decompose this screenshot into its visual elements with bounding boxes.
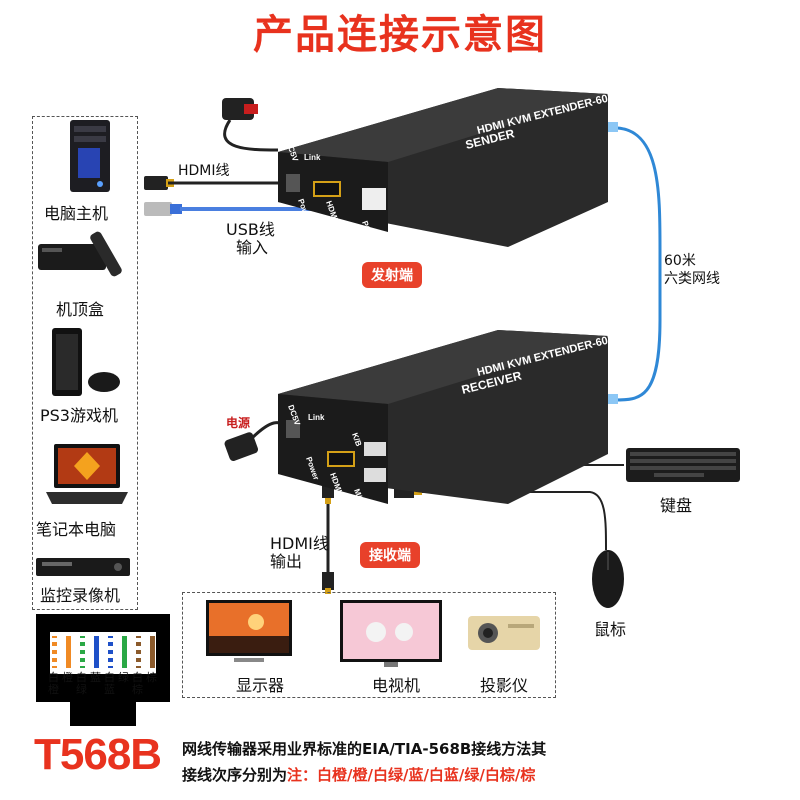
laptop-icon xyxy=(46,444,128,504)
mouse-label: 鼠标 xyxy=(594,620,627,639)
device-label-pc: 电脑主机 xyxy=(44,204,109,223)
pin-wire-4 xyxy=(94,636,99,668)
note-line2: 接线次序分别为注：白橙/橙/白绿/蓝/白蓝/绿/白棕/棕 xyxy=(182,764,535,785)
mouse-icon xyxy=(592,550,624,608)
pin-wire-2 xyxy=(66,636,71,668)
pin-label-6: 绿 xyxy=(118,671,129,684)
output-label-monitor: 显示器 xyxy=(236,676,285,695)
output-label-projector: 投影仪 xyxy=(480,676,529,695)
rj45-t568b-connector xyxy=(36,614,170,726)
pin-stripe xyxy=(136,662,141,666)
network-cable-label-line1: 60米 xyxy=(664,253,696,269)
network-cable-label-line2: 六类网线 xyxy=(664,271,720,287)
pin-stripe xyxy=(80,662,85,666)
device-label-ps3: PS3游戏机 xyxy=(40,406,118,425)
monitor-icon xyxy=(206,600,292,662)
game-console-icon xyxy=(52,328,120,396)
device-label-laptop: 笔记本电脑 xyxy=(36,520,117,539)
receiver-unit: HDMI KVM EXTENDER-60M RECEIVER DC5V Link… xyxy=(278,330,614,512)
pin-label-8: 棕 xyxy=(146,671,157,684)
sender-port-link: Link xyxy=(304,153,321,162)
pin-wire-7 xyxy=(136,636,141,668)
pin-stripe xyxy=(108,662,113,666)
hdmi-output-label-line1: HDMI线 xyxy=(270,534,329,553)
receiver-port-link: Link xyxy=(308,413,325,422)
receiver-port-kb: K/B xyxy=(350,432,363,448)
pin-stripe xyxy=(136,638,141,642)
hdmi-input-label: HDMI线 xyxy=(178,163,230,179)
output-devices-panel xyxy=(182,592,556,698)
dvr-icon xyxy=(36,558,130,576)
projector-icon xyxy=(468,616,540,650)
output-label-tv: 电视机 xyxy=(372,676,421,695)
note-line1: 网线传输器采用业界标准的EIA/TIA-568B接线方法其 xyxy=(182,740,547,758)
pin-stripe xyxy=(52,638,57,642)
pin-stripe xyxy=(80,654,85,658)
device-label-dvr: 监控录像机 xyxy=(40,586,121,605)
pin-stripe xyxy=(80,646,85,650)
pin-stripe xyxy=(136,646,141,650)
t568b-title: T568B xyxy=(34,730,162,779)
pin-stripe xyxy=(52,646,57,650)
power-label: 电源 xyxy=(226,416,251,430)
pin-stripe xyxy=(108,654,113,658)
usb-input-label-line1: USB线 xyxy=(226,220,275,239)
usb-plug-in-icon xyxy=(144,202,172,216)
pin-wire-3 xyxy=(80,636,85,668)
pin-label-5: 白蓝 xyxy=(104,671,115,696)
receiver-badge: 接收端 xyxy=(360,542,420,568)
keyboard-label: 键盘 xyxy=(660,496,693,515)
usb-input-label-line2: 输入 xyxy=(236,238,269,257)
pin-label-2: 橙 xyxy=(62,671,73,684)
tv-icon xyxy=(340,600,442,667)
pin-wire-5 xyxy=(108,636,113,668)
pin-wire-1 xyxy=(52,636,57,668)
sender-unit: HDMI KVM EXTENDER-60M SENDER DC5V Link P… xyxy=(278,88,614,252)
computer-tower-icon xyxy=(70,120,110,192)
pin-stripe xyxy=(52,654,57,658)
pin-label-4: 蓝 xyxy=(90,671,101,684)
pin-label-7: 白棕 xyxy=(132,671,143,696)
hdmi-plug-in-icon xyxy=(144,176,168,190)
pin-wire-8 xyxy=(150,636,155,668)
note-line2-prefix: 接线次序分别为 xyxy=(182,766,288,784)
pin-label-3: 白绿 xyxy=(76,671,87,696)
source-devices-panel xyxy=(32,116,138,610)
device-label-stb: 机顶盒 xyxy=(56,300,105,319)
pin-label-1: 白橙 xyxy=(48,671,59,696)
pin-stripe xyxy=(80,638,85,642)
note-line2-sequence: 注：白橙/橙/白绿/蓝/白蓝/绿/白棕/棕 xyxy=(287,766,536,784)
keyboard-icon xyxy=(626,448,740,482)
pin-stripe xyxy=(52,662,57,666)
sender-badge: 发射端 xyxy=(362,262,422,288)
pin-wire-6 xyxy=(122,636,127,668)
pin-stripe xyxy=(108,638,113,642)
pin-stripe xyxy=(108,646,113,650)
set-top-box-icon xyxy=(38,231,122,277)
hdmi-output-label-line2: 输出 xyxy=(270,552,303,571)
page-title: 产品连接示意图 xyxy=(253,12,547,58)
pin-stripe xyxy=(136,654,141,658)
